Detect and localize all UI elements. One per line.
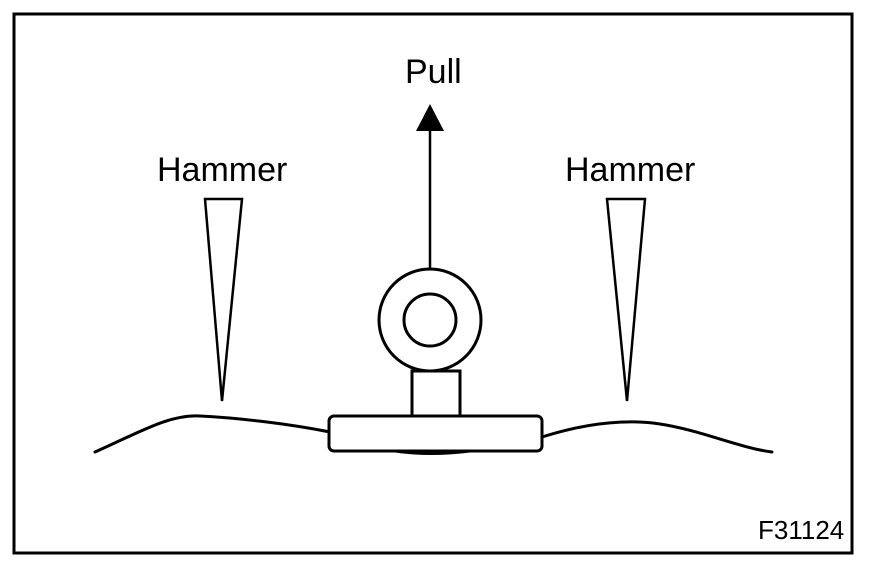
hammer-wedge-right xyxy=(605,197,647,402)
hammer-label-right: Hammer xyxy=(565,151,696,189)
figure-id: F31124 xyxy=(758,515,845,545)
puller-base-plate xyxy=(327,414,544,453)
puller-ring-inner xyxy=(402,292,458,348)
hammer-wedge-left xyxy=(203,197,244,402)
pull-label: Pull xyxy=(405,53,462,91)
puller-stem xyxy=(410,369,462,418)
surface-curve-left xyxy=(93,414,332,454)
hammer-label-left: Hammer xyxy=(157,151,288,189)
surface-curve-right xyxy=(540,420,774,454)
pull-arrow-head xyxy=(416,104,444,131)
